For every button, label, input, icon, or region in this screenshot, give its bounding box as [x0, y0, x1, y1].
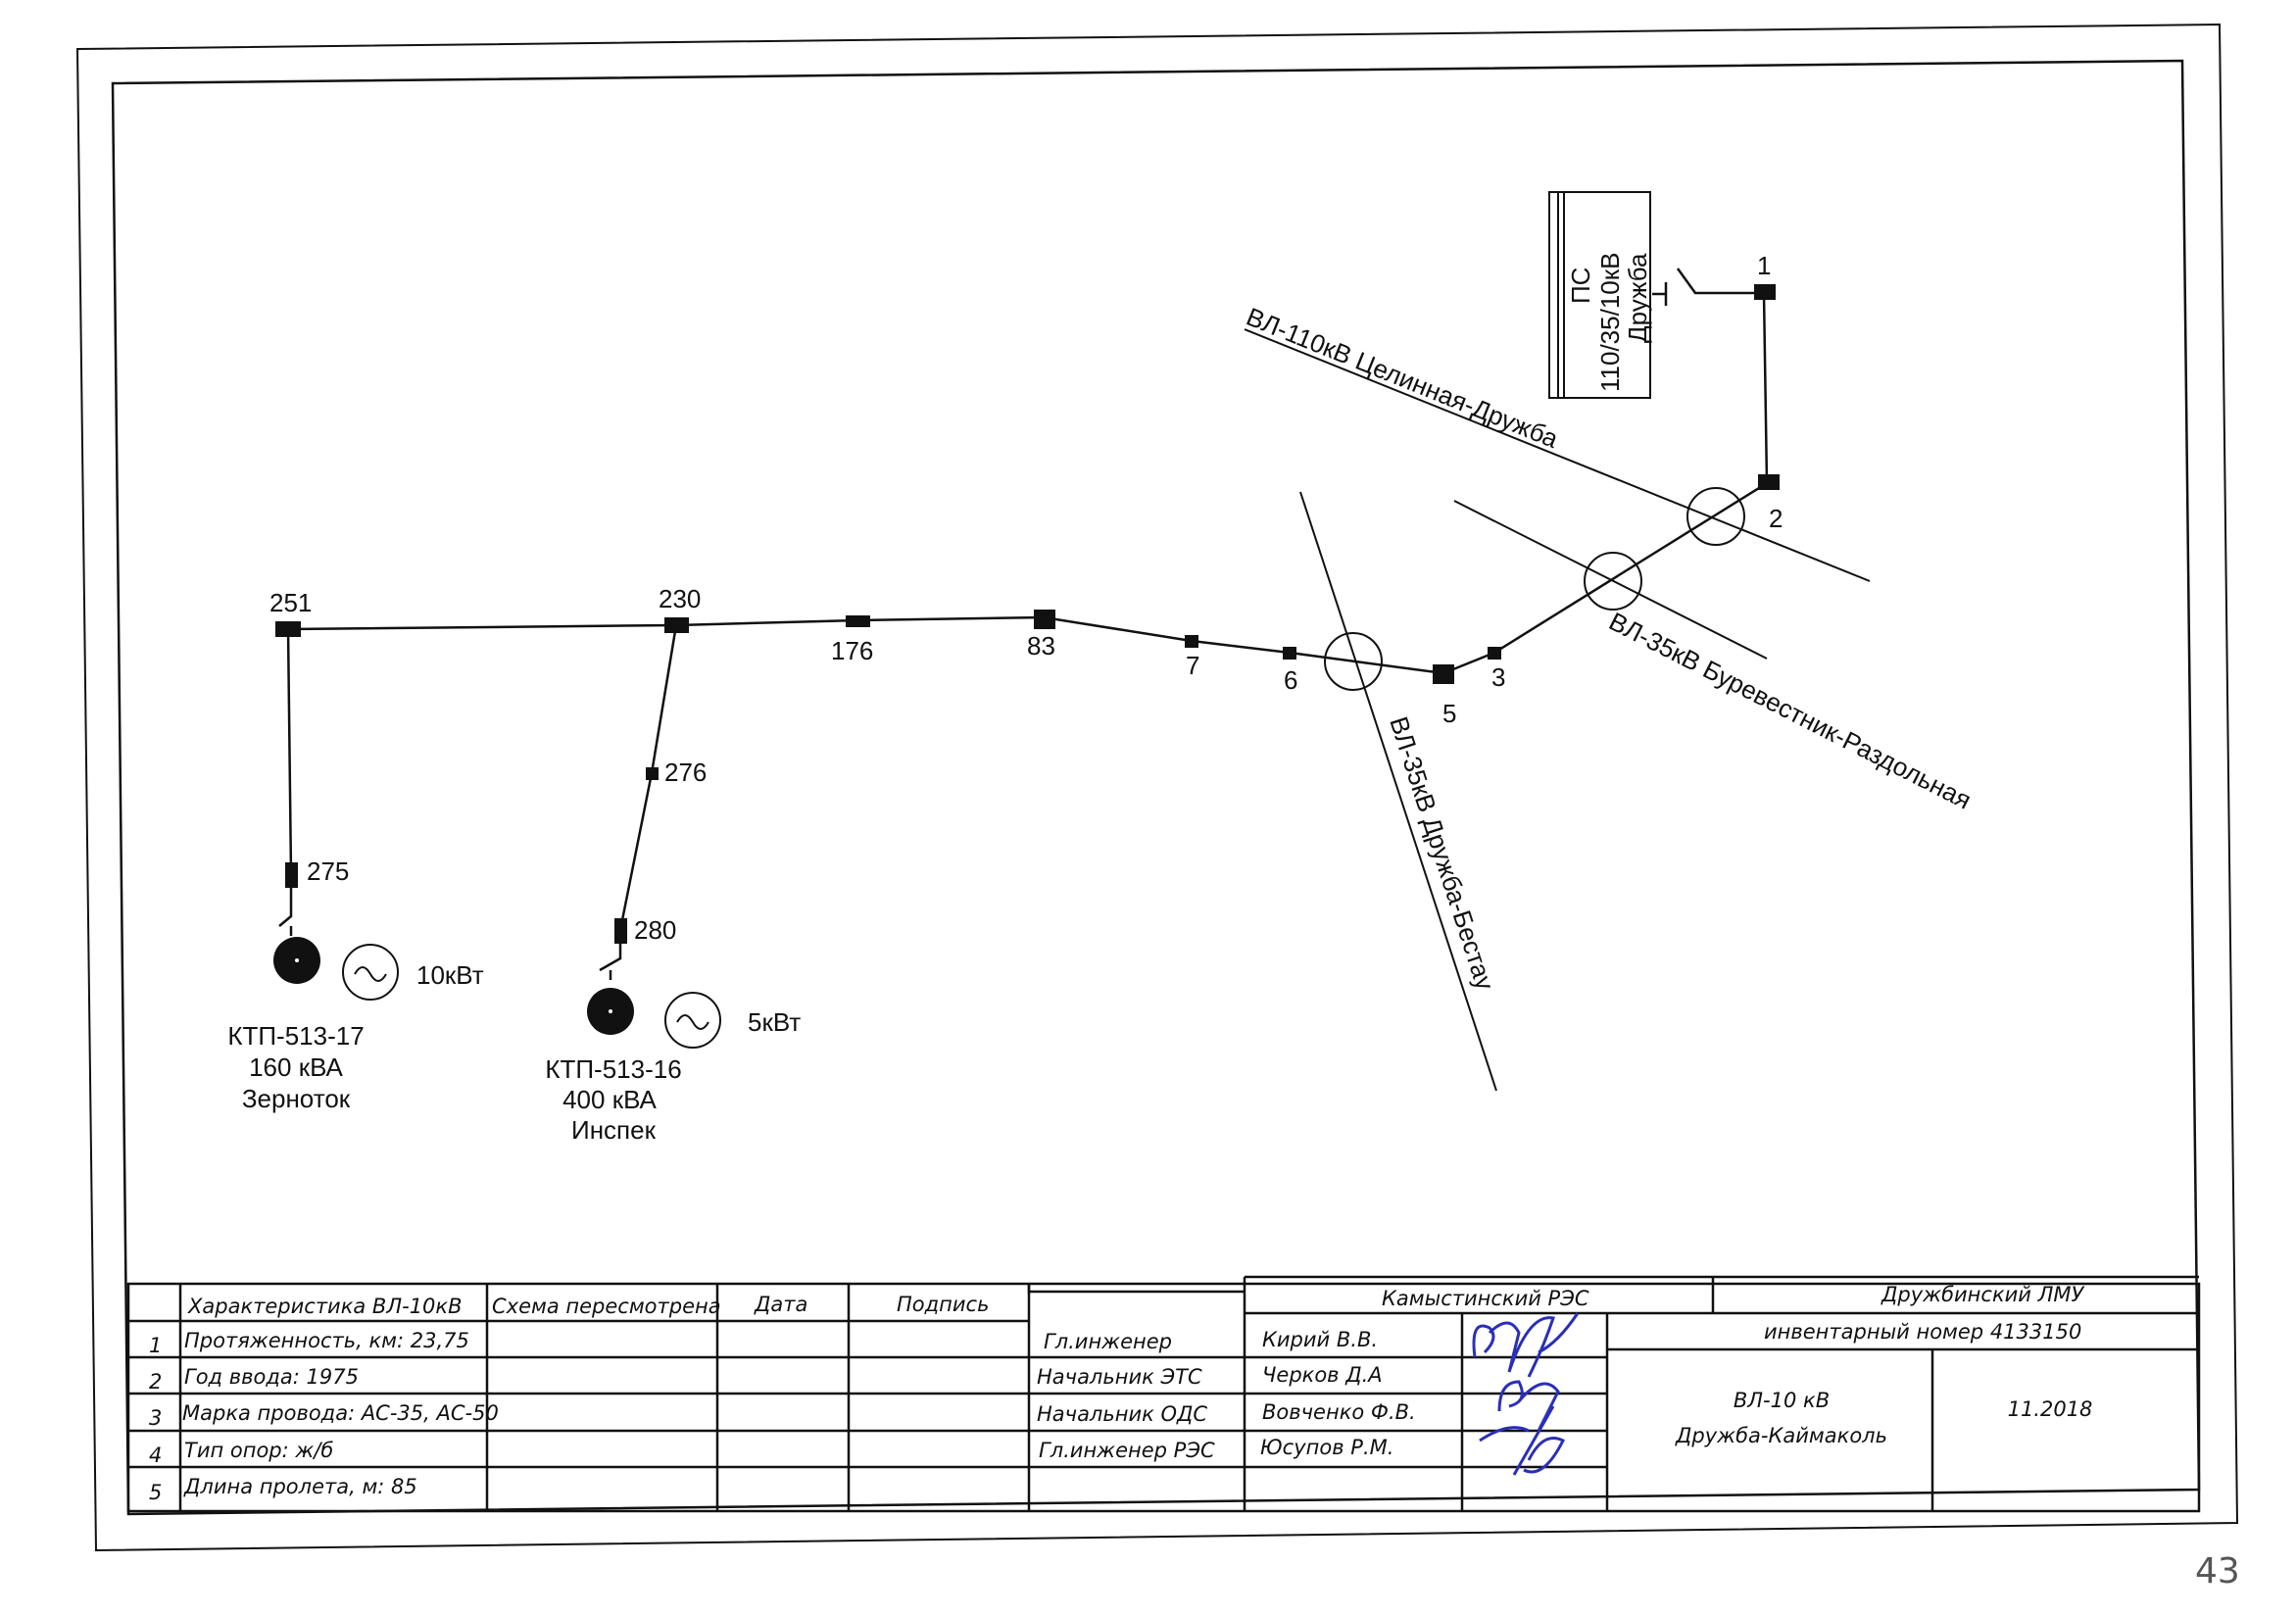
title-block: Характеристика ВЛ-10кВ Схема пересмотрен… — [126, 1275, 2201, 1513]
svg-text:Протяженность, км: 23,75: Протяженность, км: 23,75 — [184, 1329, 469, 1352]
generator-power: 5кВт — [748, 1007, 801, 1037]
ktp-power: 400 кВА — [562, 1085, 657, 1114]
org-res: Камыстинский РЭС — [1382, 1287, 1589, 1310]
svg-text:Черков Д.А: Черков Д.А — [1262, 1363, 1383, 1387]
node-5: 5 — [1442, 699, 1456, 728]
substation-label-3: Дружба — [1623, 253, 1652, 343]
substation-label-1: ПС — [1566, 268, 1595, 304]
staff-row: Начальник ЭТС Черков Д.А — [1037, 1363, 1383, 1389]
node-6: 6 — [1284, 665, 1297, 695]
line-label-vl110: ВЛ-110кВ Целинная-Дружба — [1243, 302, 1563, 454]
svg-text:1: 1 — [149, 1334, 162, 1357]
svg-text:Начальник ЭТС: Начальник ЭТС — [1037, 1365, 1202, 1389]
line-title: ВЛ-10 кВ — [1734, 1389, 1830, 1412]
feeder-line: 1 2 3 5 6 7 83 176 230 251 275 276 280 — [269, 251, 1783, 980]
signatures — [1472, 1312, 1580, 1476]
svg-text:Кирий В.В.: Кирий В.В. — [1262, 1328, 1378, 1351]
node-2: 2 — [1769, 504, 1783, 533]
svg-text:Тип опор: ж/б: Тип опор: ж/б — [184, 1439, 333, 1462]
hv-lines: ВЛ-110кВ Целинная-Дружба ВЛ-35кВ Буревес… — [1243, 302, 1976, 1092]
ktp-owner: Инспек — [571, 1115, 657, 1145]
svg-text:Год ввода: 1975: Год ввода: 1975 — [184, 1365, 359, 1389]
svg-text:3: 3 — [149, 1406, 162, 1430]
ktp-owner: Зерноток — [242, 1084, 351, 1113]
page-number: 43 — [2195, 1551, 2240, 1591]
staff-row: Начальник ОДС Вовченко Ф.В. — [1037, 1400, 1416, 1426]
line-label-vl35b: ВЛ-35кВ Дружба-Бестау — [1384, 713, 1499, 994]
staff-row: Гл.инженер Кирий В.В. — [1044, 1328, 1378, 1353]
table-row: 3 Марка провода: АС-35, АС-50 — [149, 1401, 499, 1430]
table-row: 4 Тип опор: ж/б — [149, 1439, 333, 1467]
svg-text:Начальник ОДС: Начальник ОДС — [1037, 1402, 1207, 1426]
node-176: 176 — [831, 636, 873, 665]
node-83: 83 — [1027, 631, 1055, 661]
ktp-name: КТП-513-17 — [227, 1021, 364, 1051]
node-276: 276 — [664, 758, 707, 787]
svg-text:Марка провода: АС-35, АС-50: Марка провода: АС-35, АС-50 — [182, 1401, 499, 1425]
node-1: 1 — [1757, 251, 1771, 280]
svg-text:5: 5 — [149, 1481, 162, 1504]
sheet-date: 11.2018 — [2008, 1397, 2093, 1421]
ktp-513-17: 10кВт КТП-513-17 160 кВА Зерноток — [227, 937, 484, 1113]
staff-row: Гл.инженер РЭС Юсупов Р.М. — [1039, 1436, 1393, 1462]
node-251: 251 — [269, 588, 312, 617]
table-row: 5 Длина пролета, м: 85 — [149, 1475, 417, 1504]
svg-text:Гл.инженер РЭС: Гл.инженер РЭС — [1039, 1439, 1215, 1462]
node-280: 280 — [634, 915, 676, 945]
header-characteristics: Характеристика ВЛ-10кВ — [187, 1295, 463, 1318]
svg-text:2: 2 — [149, 1370, 162, 1394]
generator-power: 10кВт — [416, 960, 484, 990]
org-lmu: Дружбинский ЛМУ — [1881, 1283, 2085, 1306]
node-3: 3 — [1491, 662, 1505, 692]
svg-text:Юсупов Р.М.: Юсупов Р.М. — [1260, 1436, 1393, 1459]
substation-label-2: 110/35/10кВ — [1595, 253, 1625, 392]
table-row: 2 Год ввода: 1975 — [149, 1365, 359, 1394]
ktp-name: КТП-513-16 — [545, 1054, 681, 1084]
inventory-number: инвентарный номер 4133150 — [1764, 1320, 2081, 1344]
line-label-vl35a: ВЛ-35кВ Буревестник-Раздольная — [1604, 607, 1976, 815]
header-date: Дата — [754, 1293, 807, 1316]
header-sign: Подпись — [897, 1293, 989, 1316]
ktp-power: 160 кВА — [249, 1052, 343, 1082]
line-route: Дружба-Каймаколь — [1675, 1424, 1887, 1447]
header-schema: Схема пересмотрена — [492, 1295, 721, 1318]
node-7: 7 — [1186, 651, 1199, 680]
ktp-513-16: 5кВт КТП-513-16 400 кВА Инспек — [545, 988, 801, 1145]
svg-text:4: 4 — [149, 1444, 162, 1467]
substation: ПС 110/35/10кВ Дружба — [1548, 191, 1764, 399]
svg-text:Вовченко Ф.В.: Вовченко Ф.В. — [1262, 1400, 1416, 1424]
node-230: 230 — [659, 584, 701, 613]
table-row: 1 Протяженность, км: 23,75 — [149, 1329, 469, 1357]
svg-text:Гл.инженер: Гл.инженер — [1044, 1330, 1172, 1353]
svg-text:Длина пролета, м: 85: Длина пролета, м: 85 — [183, 1475, 417, 1498]
node-275: 275 — [307, 856, 349, 886]
